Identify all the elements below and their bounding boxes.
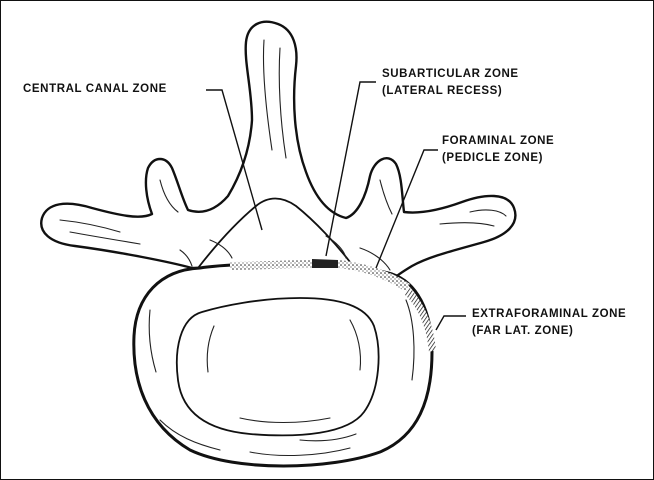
subarticular-zone-marking [312, 259, 338, 268]
extraforaminal-leader [436, 316, 466, 330]
extraforaminal-zone-label: EXTRAFORAMINAL ZONE (FAR LAT. ZONE) [472, 306, 626, 340]
foraminal-zone-label: FORAMINAL ZONE (PEDICLE ZONE) [442, 133, 554, 167]
central-canal-zone-label: CENTRAL CANAL ZONE [23, 81, 167, 98]
vertebral-body [134, 263, 432, 466]
subarticular-zone-label: SUBARTICULAR ZONE (LATERAL RECESS) [382, 66, 519, 100]
